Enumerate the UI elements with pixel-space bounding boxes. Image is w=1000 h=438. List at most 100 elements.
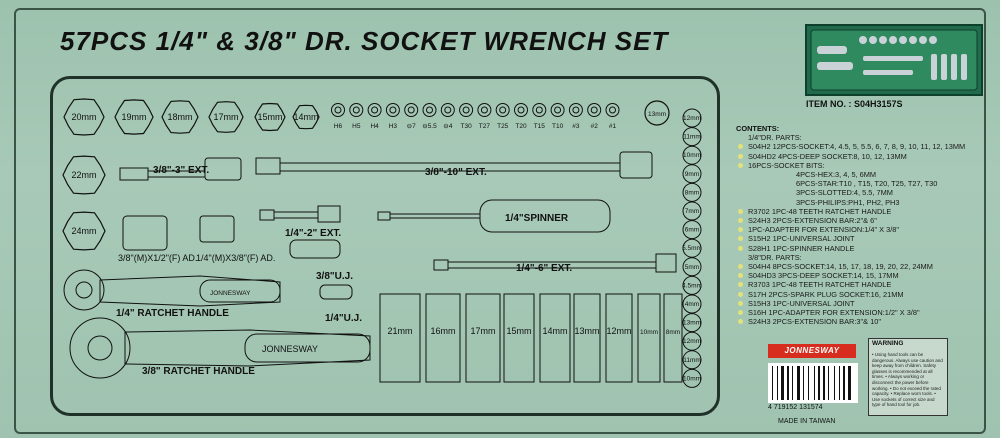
socket-15mm: 15mm xyxy=(254,102,286,132)
svg-text:14mm: 14mm xyxy=(293,112,318,122)
svg-text:19mm: 19mm xyxy=(121,112,146,122)
uj-14: 1/4"U.J. xyxy=(319,284,362,324)
svg-text:22mm: 22mm xyxy=(71,170,96,180)
socket-14mm: 14mm xyxy=(292,104,320,130)
ratchet14-label: 1/4" RATCHET HANDLE xyxy=(116,308,229,319)
svg-text:7mm: 7mm xyxy=(685,208,699,215)
svg-text:6mm: 6mm xyxy=(685,227,699,234)
left-socket-column: 22mm 24mm xyxy=(62,155,106,251)
contents-row: S04H2 12PCS-SOCKET:4, 4.5, 5, 5.5, 6, 7,… xyxy=(736,142,986,151)
svg-text:#3: #3 xyxy=(572,123,580,130)
contents-row: R3703 1PC-48 TEETH RATCHET HANDLE xyxy=(736,280,986,289)
svg-text:T20: T20 xyxy=(515,123,527,130)
bullet-icon xyxy=(738,218,743,224)
svg-text:H3: H3 xyxy=(389,123,398,130)
bullet-icon xyxy=(738,319,743,325)
contents-row: 3PCS-SLOTTED:4, 5.5, 7MM xyxy=(796,188,893,198)
svg-text:4mm: 4mm xyxy=(685,301,699,308)
warning-text: • Using hand tools can be dangerous. Alw… xyxy=(872,352,943,408)
barcode-number: 4 719152 131574 xyxy=(768,404,823,411)
ratchet-38: JONNESWAY 3/8" RATCHET HANDLE xyxy=(69,317,371,379)
contents-row: S04HD3 3PCS-DEEP SOCKET:14, 15, 17MM xyxy=(736,271,986,280)
deep-socket-15mm: 15mm xyxy=(503,293,535,383)
bit-11: T15 xyxy=(532,103,547,130)
deep-socket-21mm: 21mm xyxy=(379,293,421,383)
bit-15: #1 xyxy=(605,103,620,130)
ad1-label: 3/8"(M)X1/2"(F) AD. xyxy=(118,253,197,263)
svg-text:10mm: 10mm xyxy=(640,329,658,336)
contents-row: 6PCS-STAR:T10 , T15, T20, T25, T27, T30 xyxy=(796,179,938,189)
svg-text:#1: #1 xyxy=(609,123,617,130)
bullet-icon xyxy=(738,264,743,270)
svg-text:18mm: 18mm xyxy=(167,112,192,122)
bullet-icon xyxy=(738,144,743,150)
contents-row: S16H 1PC-ADAPTER FOR EXTENSION:1/2" X 3/… xyxy=(736,308,986,317)
svg-text:H6: H6 xyxy=(334,123,343,130)
svg-text:5mm: 5mm xyxy=(685,264,699,271)
bullet-icon xyxy=(738,236,743,242)
contents-row: 4PCS-HEX:3, 4, 5, 6MM xyxy=(796,170,877,180)
socket-13mm: 13mm xyxy=(644,100,670,126)
deep-socket-8mm: 8mm xyxy=(663,293,683,383)
socket-right-9: 4.5mm xyxy=(682,275,702,295)
bit-9: T25 xyxy=(495,103,510,130)
socket-right-4: 8mm xyxy=(682,182,702,202)
socket-22mm: 22mm xyxy=(62,155,106,195)
svg-text:12mm: 12mm xyxy=(606,326,631,336)
bit-3: H3 xyxy=(385,103,400,130)
contents-row: S04H4 8PCS-SOCKET:14, 15, 17, 18, 19, 20… xyxy=(736,262,986,271)
bullet-icon xyxy=(738,245,743,251)
bit-14: #2 xyxy=(587,103,602,130)
svg-text:10mm: 10mm xyxy=(683,375,701,382)
ext-2-inch: 1/4"-2" EXT. xyxy=(259,205,341,239)
made-in-label: MADE IN TAIWAN xyxy=(778,418,836,425)
bit-8: T27 xyxy=(477,103,492,130)
set-title: 57PCS 1/4" & 3/8" DR. SOCKET WRENCH SET xyxy=(60,26,669,56)
svg-text:H4: H4 xyxy=(370,123,379,130)
svg-text:⊖5.5: ⊖5.5 xyxy=(422,123,437,130)
tool-tray-outline xyxy=(50,76,720,416)
bit-0: H6 xyxy=(331,103,345,130)
ratchet38-label: 3/8" RATCHET HANDLE xyxy=(142,366,255,377)
uj14-label: 1/4"U.J. xyxy=(325,313,362,324)
ratchet-14: JONNESWAY 1/4" RATCHET HANDLE xyxy=(63,269,281,319)
socket-right-3: 9mm xyxy=(682,164,702,184)
socket-right-14: 10mm xyxy=(682,368,702,388)
svg-text:8mm: 8mm xyxy=(666,329,680,336)
svg-text:5.5mm: 5.5mm xyxy=(682,245,702,252)
socket-right-6: 6mm xyxy=(682,220,702,240)
socket-right-1: 11mm xyxy=(682,127,702,147)
barcode-image xyxy=(768,363,858,403)
socket-right-12: 12mm xyxy=(682,331,702,351)
svg-text:T15: T15 xyxy=(534,123,546,130)
product-photo xyxy=(805,24,983,96)
bit-12: T10 xyxy=(550,103,565,130)
deep-socket-13mm: 13mm xyxy=(573,293,601,383)
warning-box xyxy=(868,338,948,416)
socket-19mm: 19mm xyxy=(114,99,154,135)
uj-38: 3/8"U.J. xyxy=(289,239,353,282)
bit-1: H5 xyxy=(349,103,364,130)
svg-text:21mm: 21mm xyxy=(387,326,412,336)
adapter-14-38: 1/4"(M)X3/8"(F) AD. xyxy=(196,215,275,263)
contents-row: S24H3 2PCS-EXTENSION BAR:3"& 10" xyxy=(736,317,986,326)
bit-2: H4 xyxy=(367,103,382,130)
socket-24mm: 24mm xyxy=(62,211,106,251)
socket-right-11: 13mm xyxy=(682,313,702,333)
contents-row: 1PC-ADAPTER FOR EXTENSION:1/4" X 3/8" xyxy=(736,225,986,234)
svg-text:T10: T10 xyxy=(552,123,564,130)
ext2-label: 1/4"-2" EXT. xyxy=(285,228,341,239)
ext-10-inch: 3/8"-10" EXT. xyxy=(255,151,653,179)
svg-text:12mm: 12mm xyxy=(683,338,701,345)
deep-socket-17mm: 17mm xyxy=(465,293,501,383)
deep-socket-14mm: 14mm xyxy=(539,293,571,383)
contents-list: CONTENTS: 1/4"DR. PARTS:S04H2 12PCS-SOCK… xyxy=(736,124,986,326)
uj38-label: 3/8"U.J. xyxy=(316,271,353,282)
svg-text:9mm: 9mm xyxy=(685,171,699,178)
socket-right-10: 4mm xyxy=(682,294,702,314)
ext3-label: 3/8"-3" EXT. xyxy=(153,165,209,176)
socket-right-7: 5.5mm xyxy=(682,238,702,258)
bullet-icon xyxy=(738,273,743,279)
